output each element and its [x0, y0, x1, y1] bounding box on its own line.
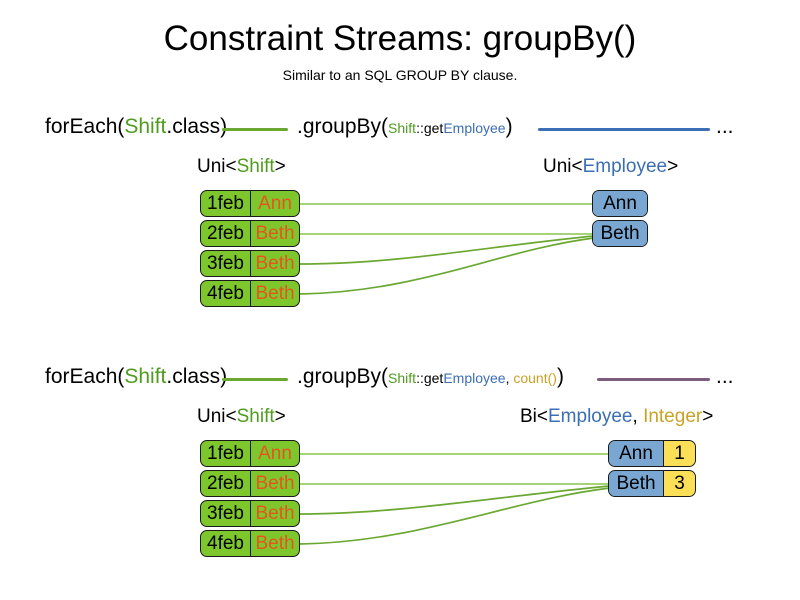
shift-date: 2feb	[201, 471, 251, 496]
left-type-open: Uni<	[197, 406, 237, 427]
page-title: Constraint Streams: groupBy()	[163, 19, 637, 58]
foreach-prefix: forEach(	[45, 115, 125, 138]
shift-card[interactable]: 1feb Ann	[200, 440, 300, 467]
shift-employee: Beth	[255, 472, 295, 494]
employee-count-result-box[interactable]: Beth 3	[608, 470, 696, 497]
section-one-connector-foreach-to-groupby	[222, 128, 288, 131]
employee-count-result-box[interactable]: Ann 1	[608, 440, 696, 467]
shift-employee: Ann	[258, 192, 292, 214]
section-two-left-type-label: Uni<Shift>	[197, 405, 286, 429]
employee-result-box[interactable]: Ann	[592, 190, 648, 217]
section-one-groupby-expression: .groupBy(Shift::getEmployee)	[297, 114, 513, 141]
page-subtitle: Similar to an SQL GROUP BY clause.	[282, 67, 518, 83]
groupby-prefix: .groupBy(	[297, 365, 389, 388]
right-type-close: >	[702, 406, 714, 427]
right-type-generic-a: Employee	[548, 406, 633, 427]
shift-card[interactable]: 2feb Beth	[200, 470, 300, 497]
right-type-generic: Employee	[582, 156, 668, 177]
employee-count: 1	[663, 441, 695, 466]
link-shift4-to-beth	[299, 237, 595, 295]
section-one-ellipsis: ...	[716, 115, 734, 138]
employee-count: 3	[663, 471, 695, 496]
foreach-type: Shift	[124, 115, 167, 138]
groupby-suffix: )	[556, 365, 564, 388]
shift-employee: Beth	[255, 252, 295, 274]
shift-date: 4feb	[201, 281, 251, 306]
shift-card[interactable]: 4feb Beth	[200, 530, 300, 557]
section-one-left-type-label: Uni<Shift>	[197, 155, 286, 179]
left-type-generic: Shift	[236, 156, 275, 177]
right-type-separator: ,	[632, 406, 644, 427]
groupby-arg-collector: count()	[513, 370, 557, 386]
shift-employee: Beth	[255, 532, 295, 554]
shift-card[interactable]: 3feb Beth	[200, 500, 300, 527]
section-two-ellipsis: ...	[716, 365, 734, 388]
groupby-arg-method: ::get	[416, 370, 444, 386]
link-shift3-to-beth	[299, 485, 611, 515]
shift-employee: Beth	[255, 222, 295, 244]
link-shift4-to-beth	[299, 487, 611, 545]
shift-date: 1feb	[201, 441, 251, 466]
groupby-arg-separator: ,	[505, 370, 514, 386]
section-two-connector-groupby-to-next	[597, 378, 710, 381]
employee-name: Ann	[609, 441, 663, 466]
section-one-connector-groupby-to-next	[538, 128, 710, 131]
right-type-open: Bi<	[520, 406, 548, 427]
left-type-open: Uni<	[197, 156, 237, 177]
section-two-foreach-expression: forEach(Shift.class)	[45, 364, 227, 390]
foreach-prefix: forEach(	[45, 365, 125, 388]
employee-name: Ann	[593, 191, 647, 216]
groupby-arg-property: Employee	[443, 120, 506, 136]
section-one-foreach-expression: forEach(Shift.class)	[45, 114, 227, 140]
shift-card[interactable]: 2feb Beth	[200, 220, 300, 247]
section-two-groupby-expression: .groupBy(Shift::getEmployee, count())	[297, 364, 564, 391]
shift-date: 4feb	[201, 531, 251, 556]
employee-name: Beth	[609, 471, 663, 496]
shift-employee: Ann	[258, 442, 292, 464]
shift-employee: Beth	[255, 502, 295, 524]
shift-card[interactable]: 1feb Ann	[200, 190, 300, 217]
shift-card[interactable]: 3feb Beth	[200, 250, 300, 277]
link-shift3-to-beth	[299, 235, 595, 265]
shift-date: 1feb	[201, 191, 251, 216]
right-type-generic-b: Integer	[643, 406, 703, 427]
foreach-type: Shift	[124, 365, 167, 388]
section-two-connector-foreach-to-groupby	[222, 378, 288, 381]
groupby-suffix: )	[505, 115, 513, 138]
shift-employee: Beth	[255, 282, 295, 304]
right-type-open: Uni<	[543, 156, 583, 177]
shift-date: 2feb	[201, 221, 251, 246]
section-two-right-type-label: Bi<Employee, Integer>	[520, 405, 713, 429]
foreach-suffix: .class)	[166, 115, 228, 138]
employee-result-box[interactable]: Beth	[592, 220, 648, 247]
groupby-arg-class: Shift	[388, 370, 417, 386]
foreach-suffix: .class)	[166, 365, 228, 388]
right-type-close: >	[667, 156, 679, 177]
groupby-arg-class: Shift	[388, 120, 417, 136]
shift-date: 3feb	[201, 501, 251, 526]
groupby-prefix: .groupBy(	[297, 115, 389, 138]
groupby-arg-property: Employee	[443, 370, 506, 386]
groupby-arg-method: ::get	[416, 120, 444, 136]
shift-card[interactable]: 4feb Beth	[200, 280, 300, 307]
section-one-right-type-label: Uni<Employee>	[543, 155, 678, 179]
left-type-close: >	[274, 406, 286, 427]
left-type-generic: Shift	[236, 406, 275, 427]
left-type-close: >	[274, 156, 286, 177]
employee-name: Beth	[593, 221, 647, 246]
shift-date: 3feb	[201, 251, 251, 276]
